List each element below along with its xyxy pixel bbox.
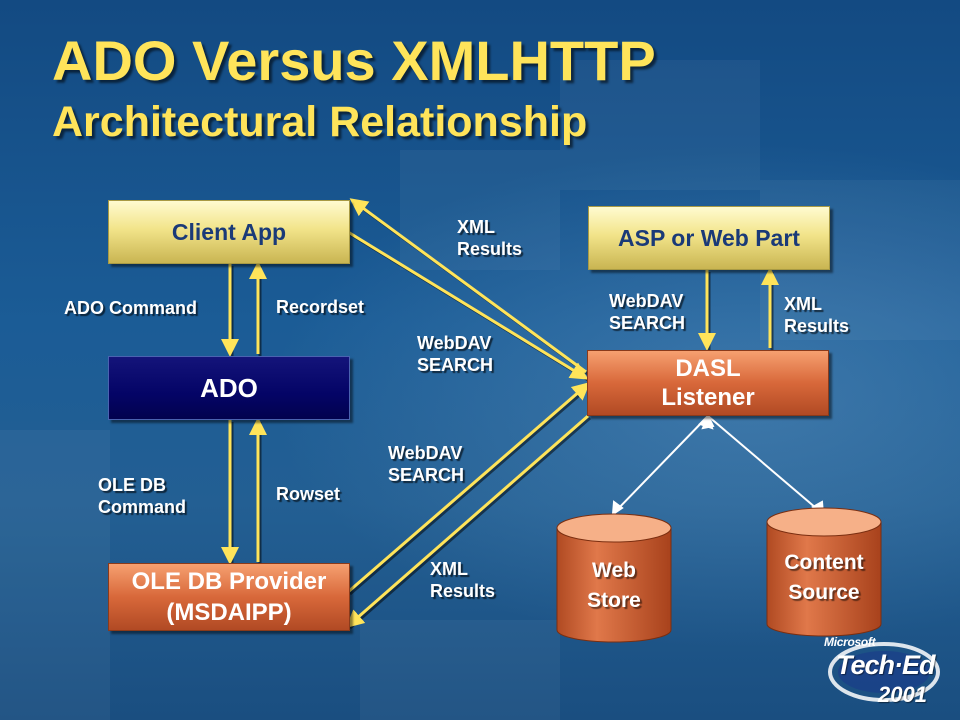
oledb-provider-node: OLE DB Provider (MSDAIPP) bbox=[108, 563, 350, 631]
content-source-label-line1: Content bbox=[784, 551, 864, 574]
xml-results-bottom-line1: XML bbox=[430, 559, 468, 579]
webdav-search-from-provider-arrow bbox=[347, 382, 591, 594]
content-source-connector bbox=[707, 415, 824, 515]
web-store-label: Web Store bbox=[577, 556, 651, 616]
webdav-search-asp-line1: WebDAV bbox=[609, 291, 684, 311]
ado-label: ADO bbox=[200, 372, 258, 403]
background-tile bbox=[400, 150, 560, 270]
webdav-search-from-client-arrow bbox=[347, 230, 589, 380]
oledb-provider-label-line2: (MSDAIPP) bbox=[166, 599, 292, 626]
rowset-label: Rowset bbox=[276, 484, 341, 504]
asp-web-part-label: ASP or Web Part bbox=[618, 224, 800, 251]
xml-results-top-line1: XML bbox=[457, 217, 495, 237]
webdav-search-asp-line2: SEARCH bbox=[609, 313, 686, 333]
content-source-label: Content Source bbox=[772, 548, 876, 608]
xml-results-asp-line2: Results bbox=[784, 316, 850, 336]
client-app-label: Client App bbox=[171, 218, 287, 245]
logo-name: Tech·Ed bbox=[836, 650, 936, 680]
xml-results-bottom-line2: Results bbox=[430, 581, 496, 601]
webdav-search-bottom-line2: SEARCH bbox=[388, 465, 465, 485]
oledb-provider-label-line1: OLE DB Provider bbox=[131, 568, 327, 595]
oledb-command-label-line1: OLE DB bbox=[98, 475, 167, 495]
content-source-cylinder bbox=[766, 507, 882, 637]
ado-node: ADO bbox=[108, 356, 350, 420]
webdav-search-bottom-label: WebDAV SEARCH bbox=[388, 442, 464, 486]
dasl-listener-label-line1: DASL bbox=[675, 355, 741, 382]
store-connectors bbox=[611, 413, 825, 517]
web-store-connector bbox=[612, 415, 709, 515]
xml-results-to-provider-arrow bbox=[345, 414, 589, 628]
webdav-search-top-label: WebDAV SEARCH bbox=[417, 332, 493, 376]
connector-arrowhead bbox=[611, 500, 624, 516]
oledb-command-label-line2: Command bbox=[98, 497, 187, 517]
webdav-search-bottom-line1: WebDAV bbox=[388, 443, 463, 463]
dasl-listener-label-line2: Listener bbox=[661, 384, 755, 411]
logo-year: 2001 bbox=[878, 682, 927, 707]
dasl-listener-node: DASL Listener bbox=[587, 350, 829, 416]
xml-results-top-line2: Results bbox=[457, 239, 523, 259]
background-tile bbox=[0, 430, 110, 720]
webdav-search-top-line2: SEARCH bbox=[417, 355, 494, 375]
xml-results-to-client-arrow bbox=[349, 198, 587, 374]
client-app-node: Client App bbox=[108, 200, 350, 264]
xml-results-top-label: XML Results bbox=[457, 216, 522, 260]
teched-logo: Microsoft Tech·Ed 2001 bbox=[822, 634, 942, 714]
content-source-label-line2: Source bbox=[788, 581, 860, 604]
xml-results-asp-line1: XML bbox=[784, 294, 822, 314]
xml-results-bottom-label: XML Results bbox=[430, 558, 495, 602]
asp-web-part-node: ASP or Web Part bbox=[588, 206, 830, 270]
xml-results-asp-label: XML Results bbox=[784, 293, 849, 337]
recordset-label: Recordset bbox=[276, 297, 365, 317]
slide-subtitle: Architectural Relationship bbox=[52, 98, 588, 146]
logo-swoosh bbox=[828, 642, 940, 702]
webdav-search-top-line1: WebDAV bbox=[417, 333, 492, 353]
oledb-command-label: OLE DB Command bbox=[98, 474, 186, 518]
ado-command-label: ADO Command bbox=[64, 298, 198, 318]
web-store-label-line1: Web bbox=[592, 559, 636, 582]
slide-title: ADO Versus XMLHTTP bbox=[52, 29, 656, 92]
web-store-cylinder bbox=[556, 513, 672, 643]
arrows bbox=[221, 198, 779, 628]
background-tile bbox=[360, 620, 560, 720]
logo-brand: Microsoft bbox=[824, 635, 876, 649]
background-tile bbox=[560, 60, 760, 190]
webdav-search-asp-label: WebDAV SEARCH bbox=[609, 290, 685, 334]
connector-arrowhead bbox=[698, 414, 714, 430]
web-store-label-line2: Store bbox=[587, 589, 641, 612]
